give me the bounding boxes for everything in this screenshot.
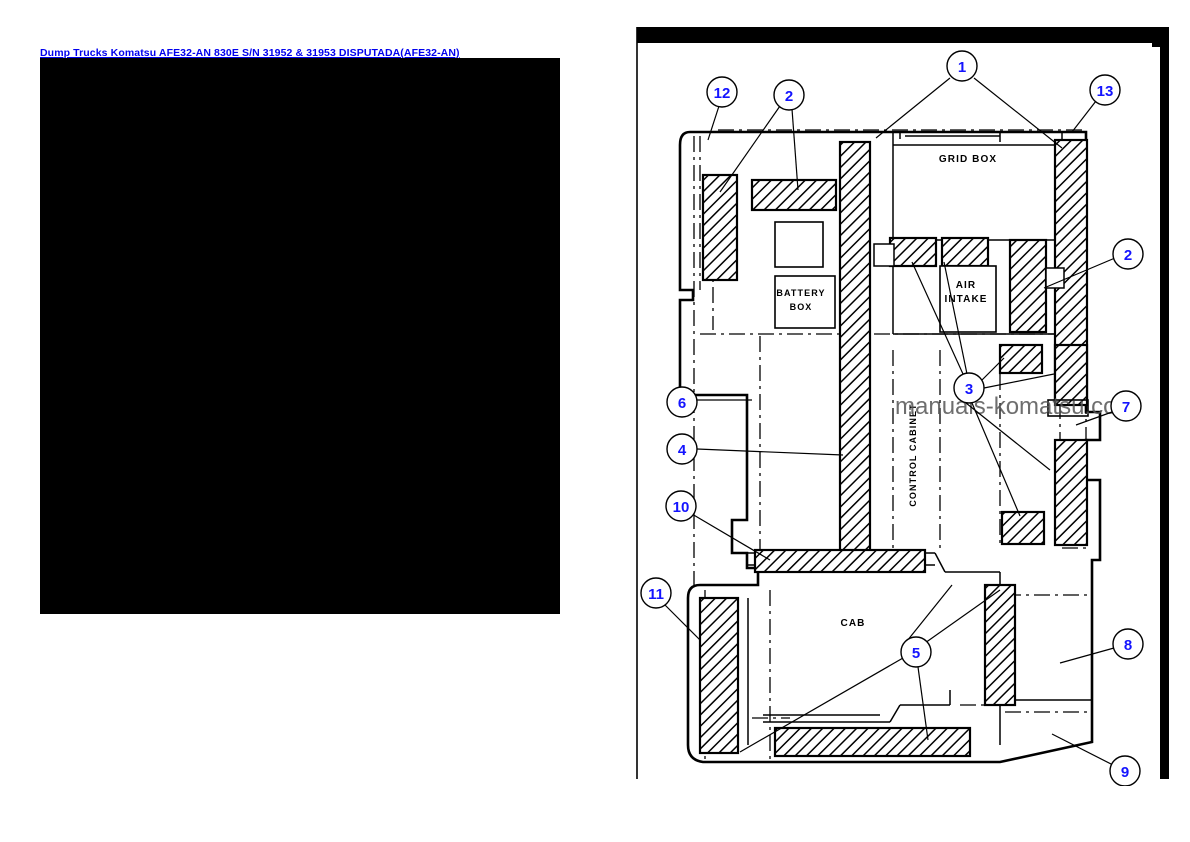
label-air-intake-line2: INTAKE <box>944 294 987 305</box>
callout-4[interactable]: 4 <box>666 433 698 465</box>
callout-2-top-label: 2 <box>785 88 793 105</box>
label-grid-box: GRID BOX <box>939 154 997 165</box>
deck-connectors <box>873 243 1065 289</box>
preview-image-placeholder <box>40 58 560 614</box>
callout-11-label: 11 <box>648 586 664 603</box>
callout-9[interactable]: 9 <box>1109 755 1141 786</box>
callout-7[interactable]: 7 <box>1110 390 1142 422</box>
callout-1[interactable]: 1 <box>946 50 978 82</box>
callout-4-label: 4 <box>678 442 687 459</box>
callout-5[interactable]: 5 <box>900 636 932 668</box>
callout-5-label: 5 <box>912 645 920 662</box>
truck-deck-outline <box>678 130 1102 764</box>
callout-8-label: 8 <box>1124 637 1132 654</box>
watermark-text: manuals-komatsu.com <box>895 393 1136 420</box>
callout-3-label: 3 <box>965 381 973 398</box>
callout-leader-lines <box>663 77 1116 766</box>
callout-8[interactable]: 8 <box>1112 628 1144 660</box>
callout-7-label: 7 <box>1122 399 1130 416</box>
callout-11[interactable]: 11 <box>640 577 672 609</box>
label-battery-box-line2: BOX <box>790 302 813 312</box>
callout-13[interactable]: 13 <box>1089 74 1121 106</box>
callout-13-label: 13 <box>1097 83 1114 100</box>
callout-10[interactable]: 10 <box>665 490 697 522</box>
label-cab: CAB <box>841 618 866 629</box>
diagram-svg: GRID BOX BATTERY BOX AIR INTAKE CONTROL … <box>634 24 1174 786</box>
document-title-link[interactable]: Dump Trucks Komatsu AFE32-AN 830E S/N 31… <box>40 47 460 59</box>
callout-6-label: 6 <box>678 395 686 412</box>
callout-9-label: 9 <box>1121 764 1129 781</box>
label-air-intake-line1: AIR <box>956 280 977 291</box>
parts-diagram: GRID BOX BATTERY BOX AIR INTAKE CONTROL … <box>626 16 1182 786</box>
hatched-components <box>698 138 1089 758</box>
callout-12[interactable]: 12 <box>706 76 738 108</box>
callout-12-label: 12 <box>714 85 731 102</box>
callout-2-top[interactable]: 2 <box>773 79 805 111</box>
diagram-captions: GRID BOX BATTERY BOX AIR INTAKE CONTROL … <box>776 154 997 629</box>
label-battery-box-line1: BATTERY <box>776 288 825 298</box>
callout-10-label: 10 <box>673 499 690 516</box>
callout-6[interactable]: 6 <box>666 386 698 418</box>
callout-bubbles: 1 12 2 13 2 3 6 7 <box>640 50 1144 786</box>
callout-2-right-label: 2 <box>1124 247 1132 264</box>
label-control-cabinet: CONTROL CABINET <box>908 403 918 506</box>
deck-sub-boxes <box>774 221 1089 417</box>
callout-1-label: 1 <box>958 59 966 76</box>
callout-3[interactable]: 3 <box>953 372 985 404</box>
document-preview-panel: Dump Trucks Komatsu AFE32-AN 830E S/N 31… <box>40 47 560 614</box>
callout-2-right[interactable]: 2 <box>1112 238 1144 270</box>
